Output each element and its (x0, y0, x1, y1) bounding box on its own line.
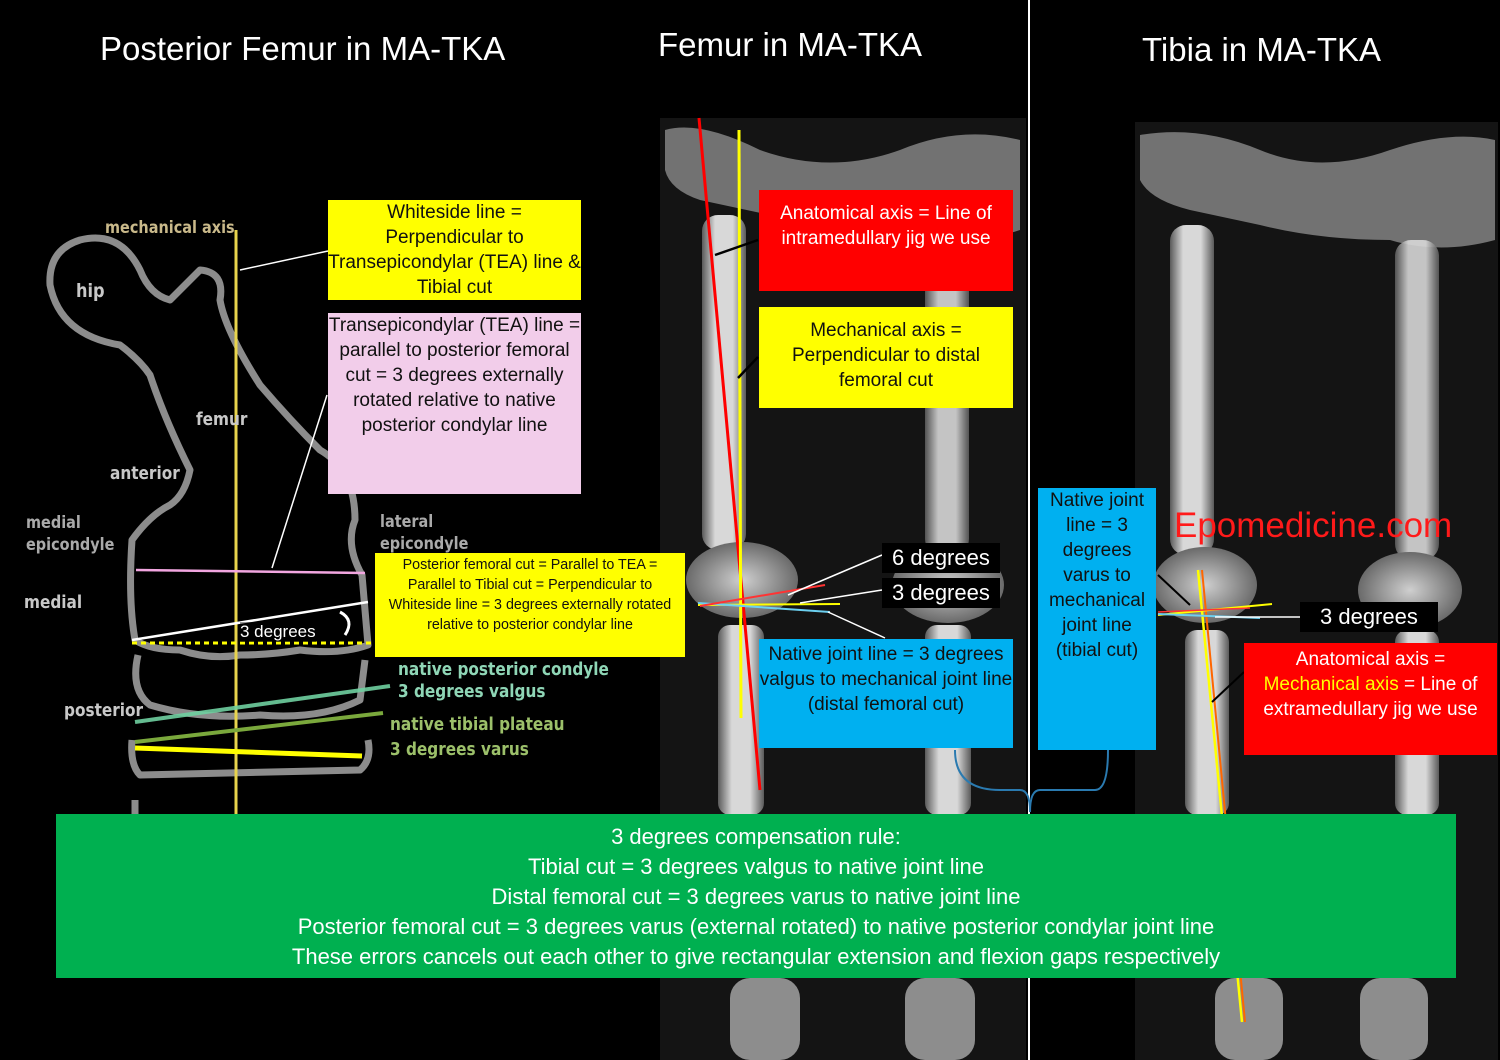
tag-3-degrees-femur: 3 degrees (882, 578, 1000, 608)
native-joint-tibia-pointer (1157, 574, 1191, 606)
anat-axis-pointer (714, 238, 759, 257)
rule-line-1: 3 degrees compensation rule: (611, 824, 901, 849)
anat-axis-tibia-text-3: = Line of extramedullary jig we use (1263, 674, 1478, 721)
box-anatomical-axis-tibia: Anatomical axis = Mechanical axis = Line… (1244, 643, 1497, 755)
box-native-joint-line-femur: Native joint line = 3 degrees valgus to … (759, 639, 1013, 748)
label-lateral-epicondyle-2: epicondyle (380, 534, 469, 554)
anat-axis-tibia-text-1: Anatomical axis = (1295, 649, 1446, 670)
title-tibia: Tibia in MA-TKA (1142, 31, 1381, 68)
anat-axis-tibia-pointer (1211, 671, 1245, 703)
femur-schematic (46, 234, 373, 815)
label-hip: hip (76, 280, 105, 302)
native-joint-line-femur (697, 602, 831, 613)
anatomical-axis-femur-line (697, 117, 762, 791)
label-medial-epicondyle-1: medial (26, 513, 81, 533)
label-medial: medial (24, 592, 83, 613)
label-3-degrees-varus: 3 degrees varus (390, 739, 529, 760)
tag-3-degrees-tibia: 3 degrees (1300, 602, 1438, 632)
posterior-femoral-cut-line (131, 600, 369, 642)
compensation-rule-box: 3 degrees compensation rule: Tibial cut … (56, 814, 1456, 978)
box-whiteside: Whiteside line = Perpendicular to Transe… (328, 200, 581, 300)
title-femur: Femur in MA-TKA (658, 26, 923, 63)
tibial-cut-line (134, 745, 363, 759)
mech-axis-pointer (737, 356, 759, 379)
rule-line-5: These errors cancels out each other to g… (291, 943, 1221, 969)
mechanical-axis-femur-line (737, 129, 743, 719)
box-tea: Transepicondylar (TEA) line = parallel t… (328, 313, 581, 494)
rule-line-2: Tibial cut = 3 degrees valgus to native … (528, 853, 984, 879)
box-posterior-femoral-cut: Posterior femoral cut = Parallel to TEA … (375, 553, 685, 657)
box-anatomical-axis-femur: Anatomical axis = Line of intramedullary… (759, 190, 1013, 291)
label-native-posterior-condyle: native posterior condyle (398, 659, 609, 680)
six-deg-pointer (787, 554, 883, 596)
tag-6-degrees: 6 degrees (882, 543, 1000, 573)
rule-line-4: Posterior femoral cut = 3 degrees varus … (297, 913, 1215, 939)
label-anterior: anterior (110, 463, 180, 484)
rotation-arrow (339, 610, 351, 636)
native-joint-pointer (827, 611, 886, 639)
rule-line-3: Distal femoral cut = 3 degrees varus to … (491, 883, 1021, 909)
tea-line (135, 568, 366, 575)
label-lateral-epicondyle-1: lateral (380, 512, 434, 532)
three-deg-pointer (799, 589, 883, 604)
label-3-degrees-left: 3 degrees (240, 622, 316, 642)
title-posterior-femur: Posterior Femur in MA-TKA (100, 30, 506, 67)
whiteside-arrow (239, 250, 329, 271)
label-native-tibial-plateau: native tibial plateau (390, 714, 565, 735)
box-mechanical-axis-femur: Mechanical axis = Perpendicular to dista… (759, 307, 1013, 408)
box-native-joint-line-tibia: Native joint line = 3 degrees varus to m… (1038, 488, 1156, 750)
label-femur: femur (196, 409, 248, 430)
native-tibial-plateau-line (134, 711, 384, 744)
linking-bracket (954, 749, 1109, 813)
label-mechanical-axis: mechanical axis (105, 218, 235, 238)
tea-arrow (271, 394, 328, 569)
watermark-epomedicine: Epomedicine.com (1174, 506, 1453, 545)
label-3-degrees-valgus: 3 degrees valgus (398, 681, 546, 702)
label-posterior: posterior (64, 700, 144, 721)
anat-axis-tibia-text-2: Mechanical axis (1263, 674, 1399, 696)
label-medial-epicondyle-2: epicondyle (26, 535, 115, 555)
native-posterior-condyle-line (134, 684, 391, 724)
